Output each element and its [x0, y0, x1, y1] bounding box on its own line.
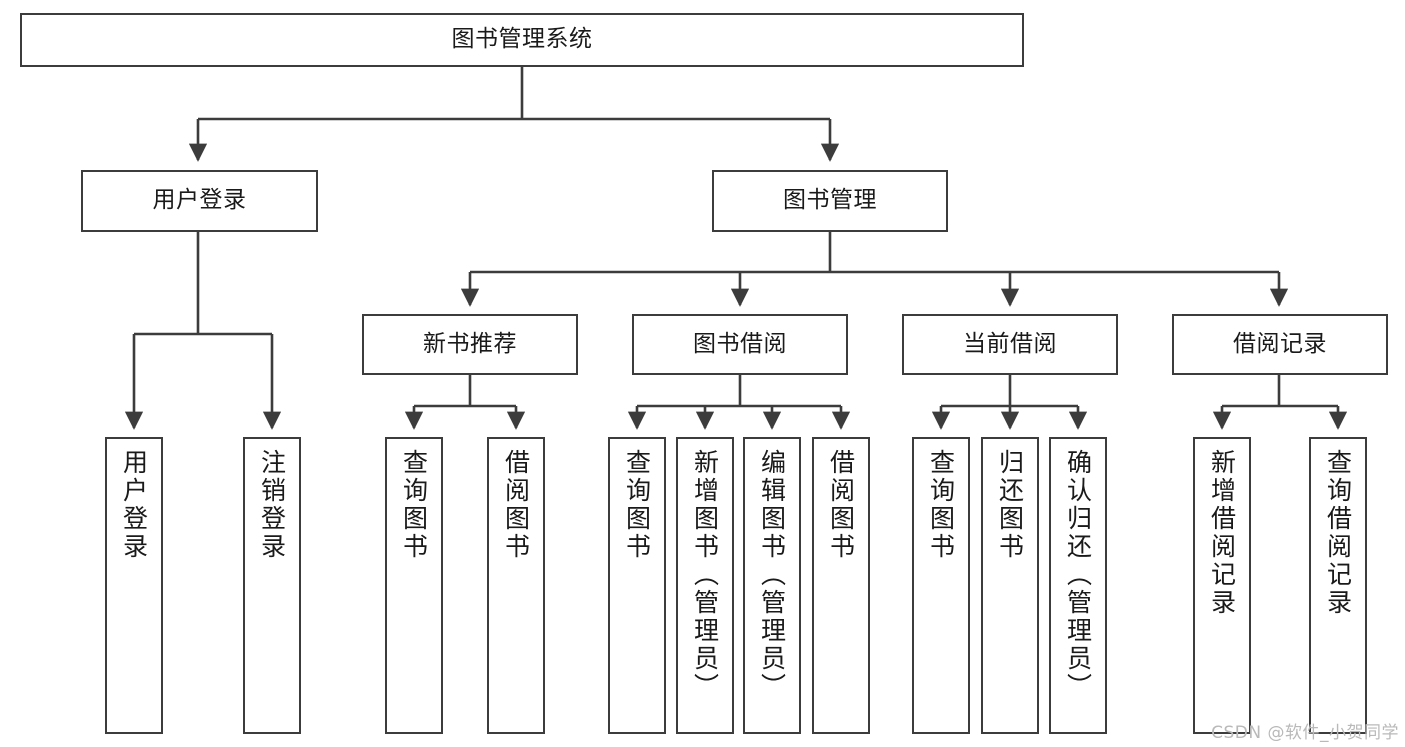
node-label: 新增图书（管理员） — [690, 449, 720, 701]
node-label: 借阅记录 — [1233, 330, 1327, 357]
node-leaf-confirm-return[interactable]: 确认归还（管理员） — [1049, 437, 1107, 734]
node-book-management-system[interactable]: 图书管理系统 — [20, 13, 1024, 67]
node-leaf-add-book[interactable]: 新增图书（管理员） — [676, 437, 734, 734]
node-leaf-edit-book[interactable]: 编辑图书（管理员） — [743, 437, 801, 734]
node-current-borrowing[interactable]: 当前借阅 — [902, 314, 1118, 375]
node-leaf-query-book-borrow[interactable]: 查询图书 — [608, 437, 666, 734]
node-user-login[interactable]: 用户登录 — [81, 170, 318, 232]
node-label: 注销登录 — [257, 449, 287, 561]
node-label: 用户登录 — [119, 449, 149, 561]
node-leaf-add-borrow-record[interactable]: 新增借阅记录 — [1193, 437, 1251, 734]
node-label: 查询图书 — [926, 449, 956, 561]
node-leaf-query-book-current[interactable]: 查询图书 — [912, 437, 970, 734]
node-leaf-borrow-book[interactable]: 借阅图书 — [812, 437, 870, 734]
node-label: 新书推荐 — [423, 330, 517, 357]
node-leaf-logout-login[interactable]: 注销登录 — [243, 437, 301, 734]
node-book-management[interactable]: 图书管理 — [712, 170, 948, 232]
node-label: 确认归还（管理员） — [1063, 449, 1093, 701]
node-label: 归还图书 — [995, 449, 1025, 561]
node-leaf-return-book[interactable]: 归还图书 — [981, 437, 1039, 734]
node-new-book-recommendation[interactable]: 新书推荐 — [362, 314, 578, 375]
node-label: 编辑图书（管理员） — [757, 449, 787, 701]
node-label: 用户登录 — [152, 187, 247, 214]
node-label: 新增借阅记录 — [1207, 449, 1237, 617]
node-leaf-query-borrow-record[interactable]: 查询借阅记录 — [1309, 437, 1367, 734]
node-label: 借阅图书 — [501, 449, 531, 561]
node-label: 查询借阅记录 — [1323, 449, 1353, 617]
node-label: 图书借阅 — [693, 330, 787, 357]
node-label: 当前借阅 — [963, 330, 1057, 357]
node-label: 图书管理系统 — [451, 26, 593, 53]
node-label: 查询图书 — [399, 449, 429, 561]
node-leaf-borrow-book-recommend[interactable]: 借阅图书 — [487, 437, 545, 734]
node-leaf-user-login[interactable]: 用户登录 — [105, 437, 163, 734]
node-label: 查询图书 — [622, 449, 652, 561]
node-label: 借阅图书 — [826, 449, 856, 561]
node-book-borrowing[interactable]: 图书借阅 — [632, 314, 848, 375]
node-label: 图书管理 — [783, 187, 877, 214]
node-leaf-query-book-recommend[interactable]: 查询图书 — [385, 437, 443, 734]
node-borrowing-record[interactable]: 借阅记录 — [1172, 314, 1388, 375]
